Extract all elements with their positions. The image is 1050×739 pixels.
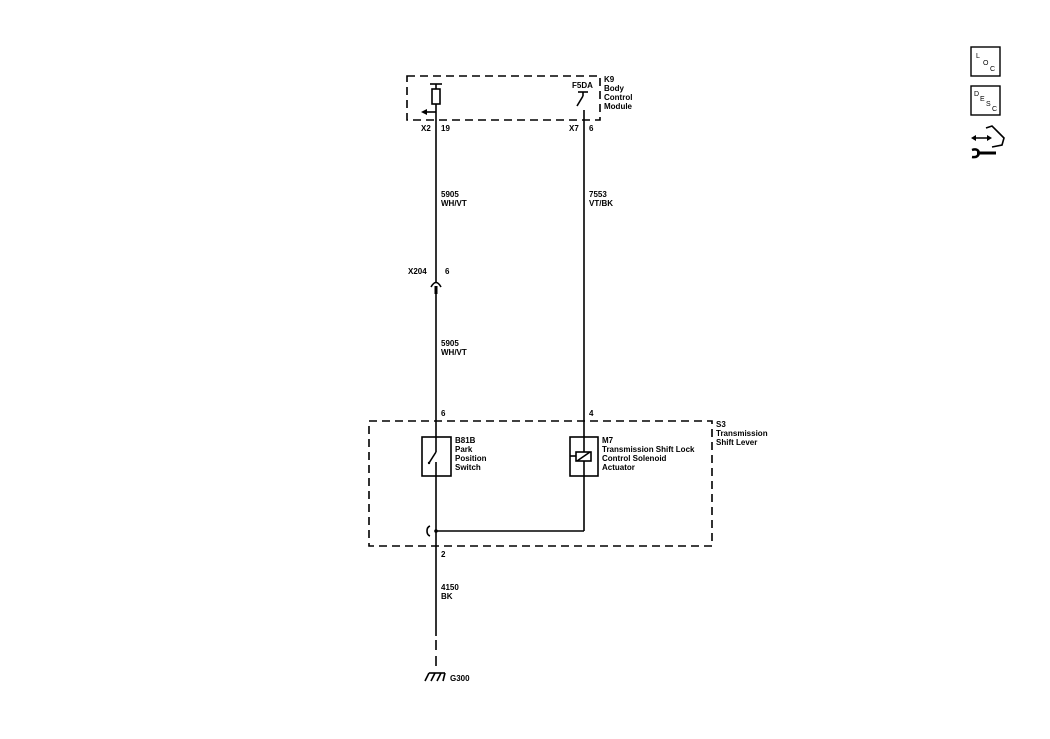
bcm-name-line2: Control [604,93,632,102]
s3-id: S3 [716,420,726,429]
s3-right-pin: 4 [589,409,594,418]
splice-hook-symbol [426,525,431,537]
switch-name-line3: Switch [455,463,481,472]
svg-text:D: D [974,91,979,98]
description-icon[interactable]: D E S C [970,85,1001,116]
wire1-circuit: 5905 [441,190,459,199]
svg-text:S: S [986,101,991,108]
s3-name-line2: Shift Lever [716,438,757,447]
bcm-module-boundary [406,75,601,121]
bcm-output-driver-symbol [421,83,442,115]
bcm-left-pin: 19 [441,124,450,133]
solenoid-name-line1: Transmission Shift Lock [602,445,695,454]
ground-id: G300 [450,674,470,683]
service-hand-wrench-icon[interactable] [971,125,1005,159]
bcm-name-line3: Module [604,102,633,111]
solenoid-name-line2: Control Solenoid [602,454,667,463]
bcm-right-pin: 6 [589,124,594,133]
wire2-circuit: 7553 [589,190,607,199]
inline-connector-pin-number: 6 [445,267,450,276]
bcm-left-connector: X2 [421,124,431,133]
fuse-symbol [576,91,588,107]
svg-text:L: L [976,53,980,60]
wire1-color: WH/VT [441,199,467,208]
inline-connector-symbol [430,281,442,288]
wire2-color: VT/BK [589,199,613,208]
inline-connector-id: X204 [408,267,427,276]
svg-text:E: E [980,96,985,103]
solenoid-id: M7 [602,436,614,445]
bcm-id: K9 [604,75,615,84]
svg-text:O: O [983,60,989,67]
bcm-name-line1: Body [604,84,625,93]
wire4-circuit: 4150 [441,583,459,592]
svg-text:C: C [992,106,997,113]
location-icon[interactable]: L O C [970,46,1001,77]
ground-symbol [424,672,446,682]
svg-text:C: C [990,66,995,73]
solenoid-symbol [569,436,599,531]
switch-name-line2: Position [455,454,487,463]
shift-lever-boundary [368,420,713,547]
switch-id: B81B [455,436,476,445]
s3-left-pin: 6 [441,409,446,418]
s3-ground-pin: 2 [441,550,446,559]
wire4-color: BK [441,592,453,601]
switch-name-line1: Park [455,445,473,454]
wire3-circuit: 5905 [441,339,459,348]
bcm-right-connector: X7 [569,124,579,133]
solenoid-name-line3: Actuator [602,463,635,472]
park-position-switch-symbol [421,436,452,531]
s3-name-line1: Transmission [716,429,768,438]
fuse-label: F5DA [572,81,593,90]
wire3-color: WH/VT [441,348,467,357]
